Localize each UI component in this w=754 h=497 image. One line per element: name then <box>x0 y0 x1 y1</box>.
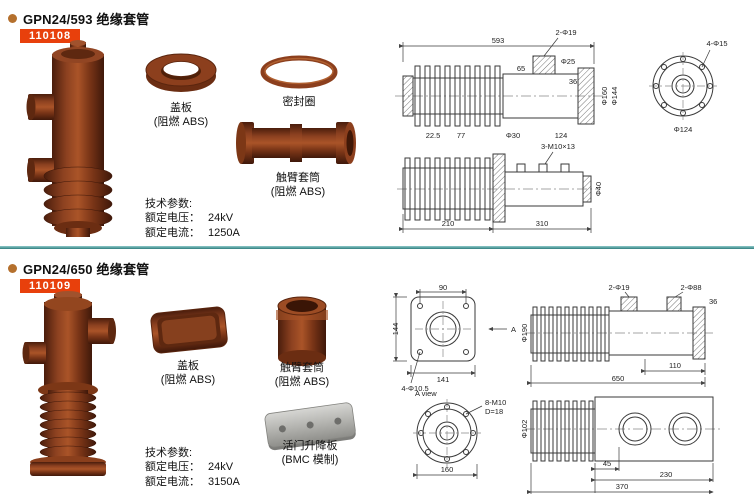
dim-label: 230 <box>660 470 673 479</box>
dim-label: 210 <box>442 219 455 228</box>
tech-specs: 技术参数: 额定电压： 24kV 额定电流： 1250A <box>145 197 240 240</box>
bottom-side-view <box>525 396 721 495</box>
spec-label: 额定电压： <box>145 212 200 225</box>
dim-label: 160 <box>441 465 454 474</box>
spec-value: 3150A <box>208 475 240 488</box>
end-flange-view <box>649 49 717 120</box>
part-material: (阻燃 ABS) <box>270 185 326 198</box>
dim-label: 650 <box>612 374 625 383</box>
part-material: (阻燃 ABS) <box>274 375 330 388</box>
dim-label: Φ30 <box>506 131 520 140</box>
spec-value: 24kV <box>208 212 234 225</box>
dim-label: 593 <box>492 36 505 45</box>
dim-label: D=18 <box>485 407 503 416</box>
technical-drawing-593: 593 2-Φ19 65 Φ25 36 22.5 77 Φ30 124 Φ160… <box>395 28 728 233</box>
spec-label: 额定电流： <box>145 226 200 239</box>
section-gpn24-593: GPN24/593 绝缘套管 110108 盖板 (阻燃 ABS) <box>0 0 754 246</box>
dim-label: A <box>511 325 516 334</box>
dim-label: 3-M10×13 <box>541 142 575 151</box>
spec-label: 额定电压： <box>145 461 200 474</box>
dim-label: 110 <box>669 361 681 370</box>
section-title: GPN24/650 绝缘套管 <box>23 262 150 277</box>
part-image-cover-plate <box>145 53 217 92</box>
spec-row-voltage: 额定电压： 24kV <box>145 460 240 474</box>
dim-label: Φ144 <box>610 87 619 106</box>
dimension-labels: 90 144 141 4-Φ10.5 A 2-Φ19 2-Φ88 36 Φ190… <box>391 283 717 491</box>
part-label: 活门升降板 (BMC 模制) <box>265 440 355 468</box>
dim-label: 8-M10 <box>485 398 506 407</box>
dim-label: 2-Φ19 <box>556 28 577 37</box>
section-divider <box>0 246 754 249</box>
specs-heading: 技术参数: <box>145 198 193 210</box>
spec-row-current: 额定电流： 3150A <box>145 475 240 489</box>
part-label: 盖板 (阻燃 ABS) <box>136 102 226 130</box>
spec-row-current: 额定电流： 1250A <box>145 226 240 240</box>
a-view <box>412 399 483 479</box>
section-gpn24-650: GPN24/650 绝缘套管 110109 <box>0 250 754 497</box>
product-photo-bushing-593 <box>26 40 113 237</box>
spec-label: 额定电流： <box>145 475 200 488</box>
dim-label: 310 <box>536 219 549 228</box>
section-title: GPN24/593 绝缘套管 <box>23 12 150 27</box>
part-image-cover-plate <box>150 306 228 354</box>
dim-label: Φ160 <box>600 87 609 106</box>
part-name: 盖板 <box>177 360 199 372</box>
dim-label: 45 <box>603 459 611 468</box>
dim-label: A view <box>415 389 437 398</box>
part-name: 密封圈 <box>282 96 316 108</box>
part-name: 盖板 <box>170 102 192 114</box>
dim-label: 65 <box>517 64 525 73</box>
dim-label: 36 <box>569 77 577 86</box>
part-label: 密封圈 <box>254 96 344 110</box>
spec-value: 1250A <box>208 226 240 239</box>
part-material: (阻燃 ABS) <box>153 115 209 128</box>
dim-label: 22.5 <box>426 131 441 140</box>
dim-label: Φ124 <box>674 125 693 134</box>
part-material: (阻燃 ABS) <box>160 373 216 386</box>
dim-label: 2-Φ19 <box>609 283 630 292</box>
dim-label: 36 <box>709 297 717 306</box>
bottom-side-view <box>397 151 598 233</box>
part-label: 触臂套筒 (阻燃 ABS) <box>257 362 347 390</box>
part-name: 触臂套筒 <box>280 362 324 374</box>
dim-label: Φ25 <box>561 57 575 66</box>
part-image-seal-ring <box>260 55 338 89</box>
dim-label: 141 <box>437 375 450 384</box>
part-label: 盖板 (阻燃 ABS) <box>143 360 233 388</box>
product-code-badge: 110108 <box>20 29 81 43</box>
part-name: 触臂套筒 <box>276 172 320 184</box>
dim-label: 370 <box>616 482 629 491</box>
part-label: 触臂套筒 (阻燃 ABS) <box>253 172 343 200</box>
section-header: GPN24/650 绝缘套管 <box>8 259 149 278</box>
dim-label: Φ40 <box>594 182 603 196</box>
spec-row-voltage: 额定电压： 24kV <box>145 211 240 225</box>
side-view <box>525 291 713 387</box>
dim-label: Φ190 <box>520 324 529 343</box>
product-photo-bushing-650 <box>22 291 116 476</box>
dim-label: 144 <box>391 323 400 336</box>
part-material: (BMC 模制) <box>281 453 339 466</box>
tech-specs: 技术参数: 额定电压： 24kV 额定电流： 3150A <box>145 446 240 489</box>
product-code-badge: 110109 <box>20 279 81 293</box>
section-bullet-icon <box>8 264 17 273</box>
spec-value: 24kV <box>208 461 234 474</box>
dim-label: 2-Φ88 <box>681 283 702 292</box>
section-header: GPN24/593 绝缘套管 <box>8 9 149 28</box>
flange-front-view <box>393 289 507 384</box>
dim-label: 4-Φ10.5 <box>401 384 428 393</box>
dim-label: Φ102 <box>520 420 529 439</box>
dim-label: 124 <box>555 131 568 140</box>
part-image-valve-lifting-plate <box>264 402 356 451</box>
section-bullet-icon <box>8 14 17 23</box>
specs-heading: 技术参数: <box>145 447 193 459</box>
dim-label: 77 <box>457 131 465 140</box>
technical-drawing-650: 90 144 141 4-Φ10.5 A 2-Φ19 2-Φ88 36 Φ190… <box>391 283 721 495</box>
part-image-contact-arm-sleeve <box>276 296 328 366</box>
dimension-labels: 593 2-Φ19 65 Φ25 36 22.5 77 Φ30 124 Φ160… <box>426 28 728 228</box>
part-image-contact-arm-sleeve <box>236 122 356 164</box>
side-section-view <box>395 37 605 127</box>
dim-label: 90 <box>439 283 447 292</box>
part-name: 活门升降板 <box>282 440 338 452</box>
dim-label: 4-Φ15 <box>707 39 728 48</box>
